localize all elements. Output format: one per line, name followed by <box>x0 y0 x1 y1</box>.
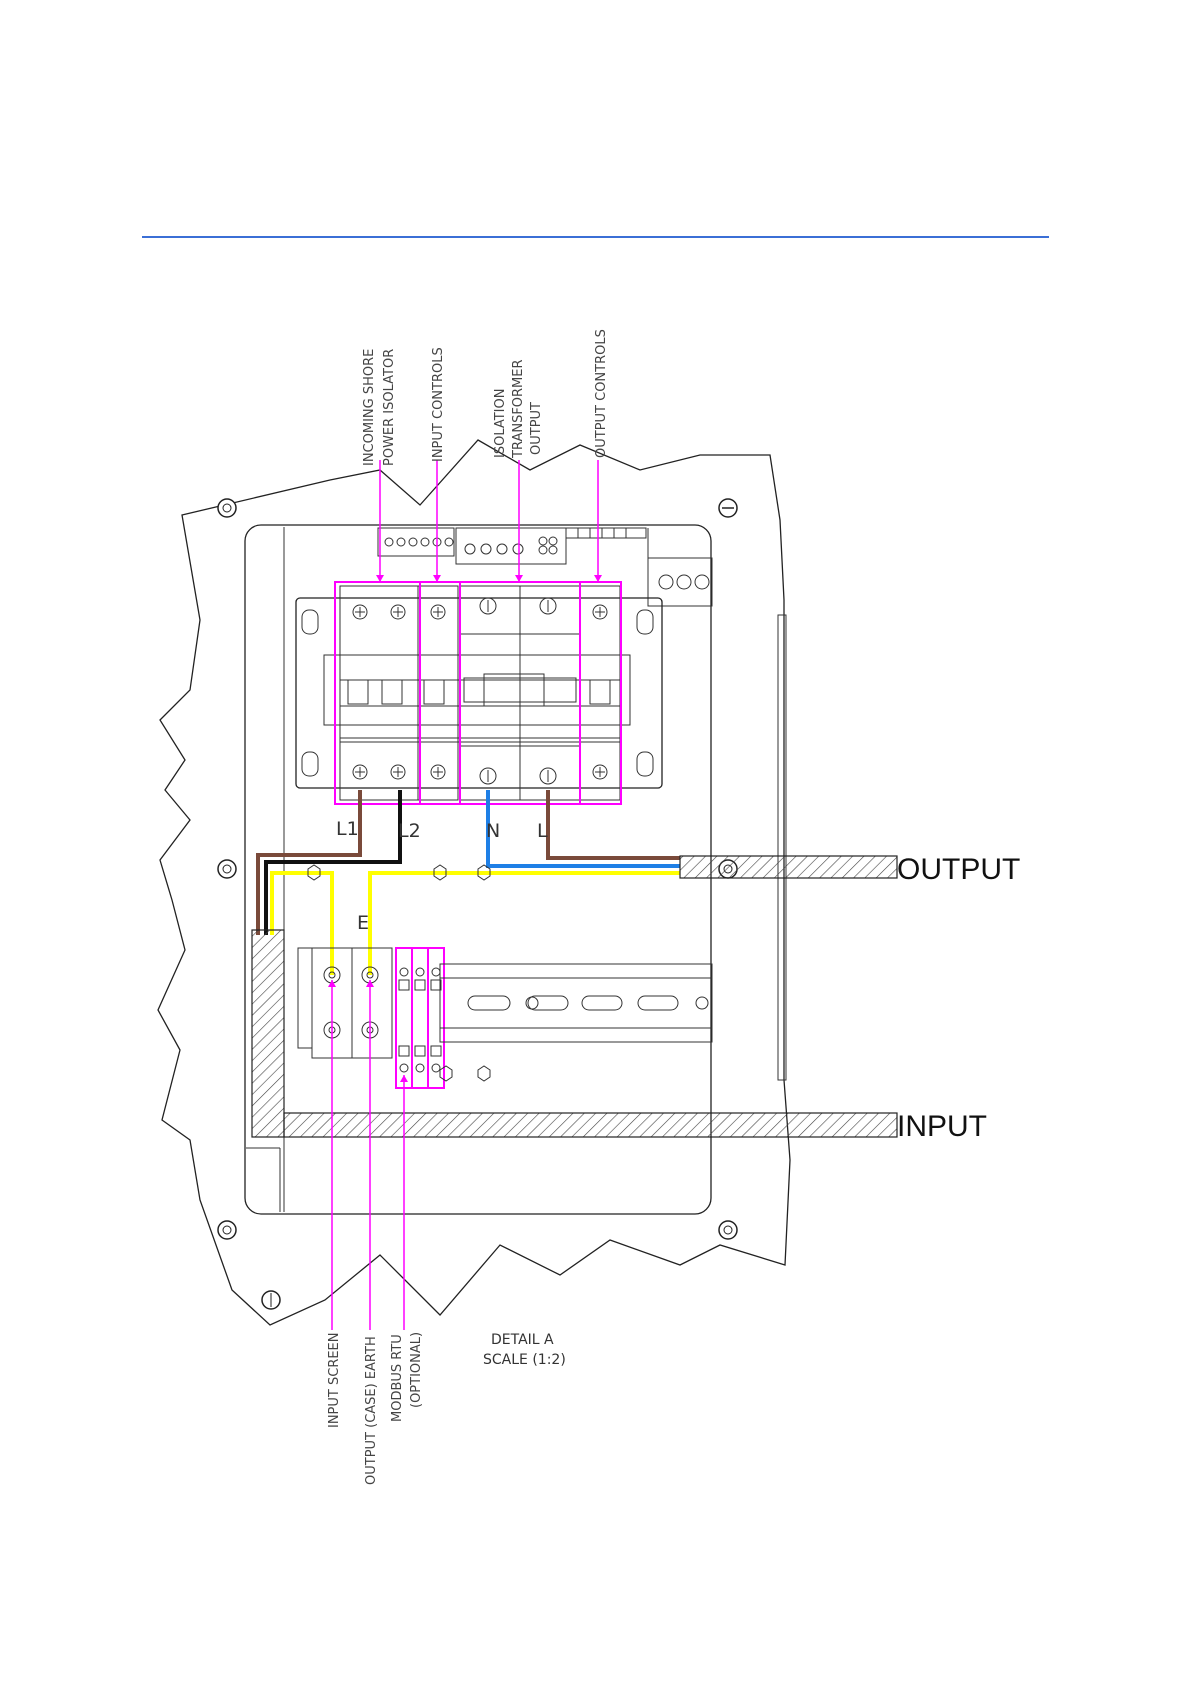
terminal-label-n: N <box>486 820 500 842</box>
top-terminal-strip <box>378 528 712 606</box>
din-rail-top <box>324 655 630 725</box>
rail-slot-icon <box>638 996 678 1010</box>
plate-slot-icon <box>637 610 653 634</box>
callout-modbus-line2: (OPTIONAL) <box>409 1332 424 1408</box>
output-cable <box>680 856 897 878</box>
callout-isolation-line1: ISOLATION <box>493 389 508 458</box>
input-cable-vertical <box>252 930 284 1137</box>
rail-nut-icon <box>696 997 708 1009</box>
screw-icon <box>540 768 556 784</box>
screw-icon <box>391 765 405 779</box>
wire-yellow-earth <box>370 873 680 975</box>
bolt-icon <box>719 1221 737 1239</box>
terminal-label-e: E <box>357 912 369 934</box>
callout-isolation-line3: OUTPUT <box>529 402 544 455</box>
screw-icon <box>593 765 607 779</box>
input-controls-box <box>420 582 460 804</box>
callout-modbus-line1: MODBUS RTU <box>390 1334 405 1422</box>
annotation-boxes <box>335 582 621 1088</box>
plate-slot-icon <box>302 610 318 634</box>
breaker-screw-icons <box>353 598 607 784</box>
plate-slot-icon <box>637 752 653 776</box>
bolt-icon <box>218 499 236 517</box>
wire-blue-n <box>488 790 680 866</box>
screw-icon <box>353 765 367 779</box>
arrow-icon <box>433 575 441 582</box>
rail-slot-icon <box>582 996 622 1010</box>
side-profile <box>778 615 786 1080</box>
screw-icon <box>431 765 445 779</box>
arrow-icon <box>400 1075 408 1082</box>
callout-input-screen: INPUT SCREEN <box>327 1332 342 1428</box>
arrow-icon <box>376 575 384 582</box>
callout-isolation-line2: TRANSFORMER <box>511 359 526 459</box>
cable-label-output: OUTPUT <box>897 853 1020 886</box>
screw-icon <box>431 605 445 619</box>
callout-input-controls: INPUT CONTROLS <box>431 347 446 462</box>
rail-slot-icon <box>468 996 510 1010</box>
breaker-mounting-plate <box>296 598 662 788</box>
bolt-icon <box>218 860 236 878</box>
screw-icon <box>540 598 556 614</box>
screw-icon <box>593 605 607 619</box>
arrow-icon <box>515 575 523 582</box>
enclosure-outer-plate <box>158 440 790 1325</box>
callout-incoming-line1: INCOMING SHORE <box>362 349 377 466</box>
cable-label-input: INPUT <box>897 1110 987 1143</box>
rail-slot-icon <box>528 996 568 1010</box>
arrow-icon <box>328 980 336 987</box>
breaker-bodies <box>340 586 620 800</box>
callout-incoming-line2: POWER ISOLATOR <box>382 349 397 466</box>
wires <box>258 790 680 975</box>
din-rail-bottom <box>440 964 712 1042</box>
screw-icon <box>480 768 496 784</box>
screw-icon <box>391 605 405 619</box>
detail-scale: SCALE (1:2) <box>483 1352 566 1368</box>
modbus-terminal-box <box>396 948 444 1088</box>
terminal-label-l2: L2 <box>398 820 421 842</box>
detail-title: DETAIL A <box>491 1332 554 1348</box>
bolt-icon <box>218 1221 236 1239</box>
earth-terminal-block <box>298 948 392 1058</box>
terminal-label-l1: L1 <box>336 818 359 840</box>
screw-icon <box>353 605 367 619</box>
plate-slot-icon <box>302 752 318 776</box>
callout-output-case-earth: OUTPUT (CASE) EARTH <box>364 1336 379 1485</box>
terminal-label-l: L <box>537 820 548 842</box>
screw-icon <box>480 598 496 614</box>
arrow-icon <box>366 980 374 987</box>
callout-output-controls: OUTPUT CONTROLS <box>594 329 609 458</box>
arrow-icon <box>594 575 602 582</box>
modbus-terminals <box>399 968 441 1072</box>
input-cable <box>284 1113 897 1137</box>
